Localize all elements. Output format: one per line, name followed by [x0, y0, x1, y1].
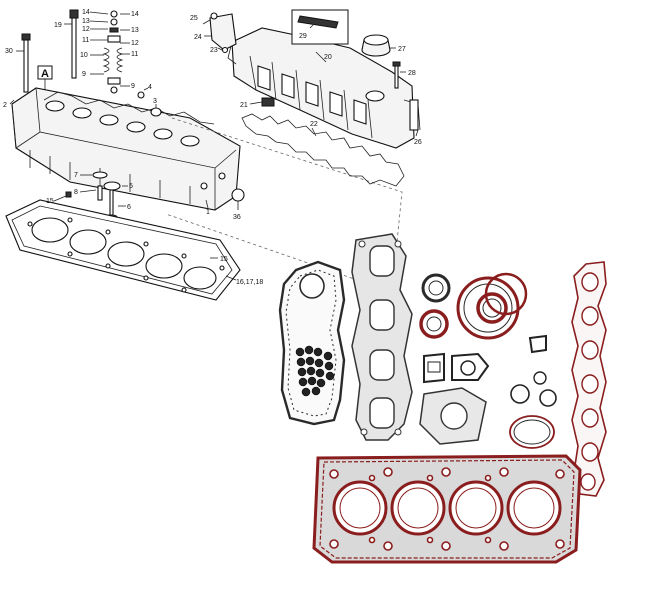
plug-36: [231, 188, 245, 202]
round-seals-upper: [419, 273, 451, 339]
callout: 16,17,18: [236, 279, 263, 286]
callout: 15: [220, 256, 228, 263]
callout: 6: [127, 204, 131, 211]
callout: 24: [194, 34, 202, 41]
o-rings: [509, 371, 557, 449]
callout-numbers: 30 2 19 14 13 12 11 10 9 14 13 12 11 9 4…: [3, 9, 422, 286]
plug-4: [137, 91, 145, 99]
callout: 19: [54, 22, 62, 29]
callout: 11: [82, 37, 89, 44]
callout: 9: [131, 83, 135, 90]
insert-box-29: [291, 9, 349, 45]
callout: 15: [46, 198, 54, 205]
view-label-a: A: [37, 65, 53, 90]
bolt-23: [221, 46, 229, 54]
callout: 2: [3, 102, 7, 109]
exploded-engine-diagram: A: [3, 9, 422, 301]
callout: 36: [233, 214, 241, 221]
callout: 22: [310, 121, 318, 128]
head-gasket-line-drawing: [5, 199, 241, 301]
callout: 11: [131, 51, 138, 58]
callout: 25: [190, 15, 198, 22]
bolt-25: [210, 12, 218, 20]
callout: 4: [148, 84, 152, 91]
valve-cover: [227, 27, 421, 149]
callout: 13: [82, 18, 90, 25]
exhaust-manifold-gasket: [351, 233, 413, 441]
callout: 27: [398, 46, 406, 53]
clip-21: [261, 97, 275, 107]
bolt-28: [394, 65, 399, 89]
valve-cover-gasket-photo: [278, 260, 346, 426]
callout: 12: [82, 26, 90, 33]
intake-manifold-gasket: [571, 261, 607, 497]
plug-3: [150, 107, 162, 117]
callout: 10: [80, 52, 88, 59]
small-seal: [528, 334, 547, 354]
callout: 26: [414, 139, 422, 146]
head-gasket-photo: [312, 454, 582, 564]
callout: 3: [153, 98, 157, 105]
callout: 7: [74, 172, 78, 179]
callout: 5: [129, 183, 133, 190]
callout: 28: [408, 70, 416, 77]
turbo-gaskets: [419, 352, 490, 445]
callout: 30: [5, 48, 13, 55]
callout: 1: [206, 209, 210, 216]
valve-train-stack: [69, 9, 124, 94]
valve-stem-seals: [295, 345, 335, 397]
phantom-outline: [165, 117, 403, 293]
oil-filler-cap: [361, 34, 391, 57]
view-label-text: A: [41, 68, 49, 80]
callout: 21: [240, 102, 248, 109]
gasket-kit-photo: [278, 233, 607, 564]
head-bolt: [21, 33, 31, 93]
cylinder-head: [11, 87, 241, 211]
callout: 23: [210, 47, 218, 54]
callout: 8: [74, 189, 78, 196]
callout: 13: [131, 27, 139, 34]
leader-lines: [9, 11, 419, 281]
callout: 20: [324, 54, 332, 61]
callout: 14: [131, 11, 139, 18]
valve-cover-gasket: [241, 113, 405, 187]
callout: 29: [299, 33, 307, 40]
callout: 14: [82, 9, 90, 16]
callout: 12: [131, 40, 139, 47]
crankshaft-oil-seals: [456, 272, 528, 340]
callout: 9: [82, 71, 86, 78]
